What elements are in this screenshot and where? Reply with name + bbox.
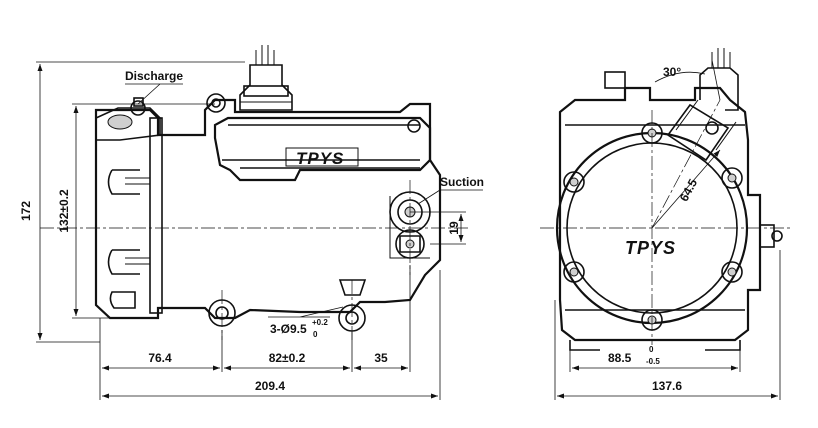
svg-text:82±0.2: 82±0.2 (269, 351, 306, 365)
dim-horizontal-segments: 76.4 82±0.2 35 (99, 265, 411, 400)
svg-text:64.5: 64.5 (677, 176, 700, 203)
side-view (40, 45, 470, 340)
front-flange (149, 117, 163, 314)
bolt-right (721, 167, 743, 189)
dim-suction-offset: 19 (410, 211, 466, 245)
dim-overall-length: 209.4 (102, 270, 441, 400)
bolt-lower-left (563, 261, 585, 283)
dim-right-width: 88.5 0 -0.5 (569, 345, 741, 372)
brand-logo-left: TPYS (296, 149, 344, 168)
discharge-port (107, 114, 133, 130)
hole-callout: 3-Ø9.5 +0.2 0 (268, 306, 344, 339)
svg-text:0: 0 (313, 330, 318, 339)
dim-angle: 30° (654, 59, 721, 101)
svg-text:-0.5: -0.5 (646, 357, 660, 366)
front-view-housing (558, 86, 762, 342)
dim-overall-height: 172 (19, 61, 245, 343)
dim-overall-width: 137.6 (554, 250, 781, 400)
svg-text:35: 35 (374, 351, 388, 365)
svg-text:209.4: 209.4 (255, 379, 285, 393)
brand-logo-right: TPYS (625, 238, 676, 258)
svg-text:88.5: 88.5 (608, 351, 632, 365)
suction-label: Suction (440, 175, 484, 189)
bolt-lower-right (721, 261, 743, 283)
svg-text:0: 0 (649, 345, 654, 354)
dim-radius: 64.5 (651, 149, 721, 229)
front-view (540, 48, 790, 351)
svg-text:30°: 30° (663, 65, 681, 79)
svg-text:137.6: 137.6 (652, 379, 682, 393)
svg-text:76.4: 76.4 (148, 351, 172, 365)
discharge-label: Discharge (125, 69, 183, 83)
side-view-body-outline (94, 98, 442, 320)
electrical-connector (239, 64, 293, 111)
bolt-left (563, 171, 585, 193)
inverter-housing (213, 116, 432, 182)
angled-pipe (666, 103, 730, 162)
svg-text:132±0.2: 132±0.2 (57, 189, 71, 233)
svg-text:19: 19 (447, 221, 461, 235)
svg-text:3-Ø9.5: 3-Ø9.5 (270, 322, 307, 336)
dim-body-height: 132±0.2 (57, 103, 215, 319)
svg-text:+0.2: +0.2 (312, 318, 328, 327)
discharge-fitting (95, 107, 161, 141)
svg-text:172: 172 (19, 201, 33, 221)
